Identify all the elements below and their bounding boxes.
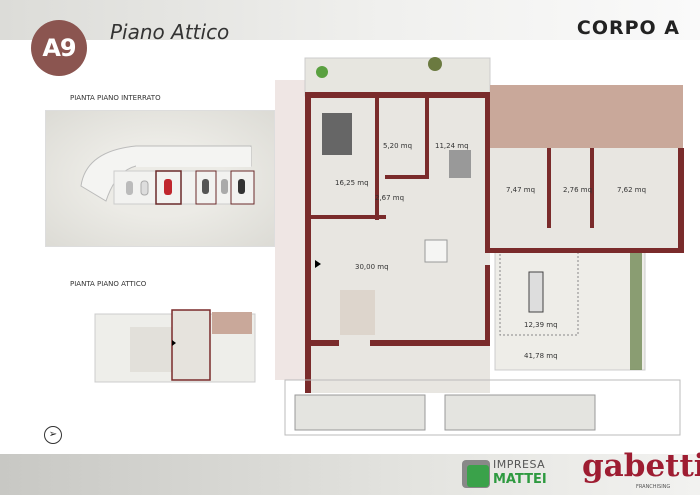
- car: [126, 181, 133, 195]
- red-car: [164, 179, 172, 195]
- car: [221, 179, 228, 194]
- unit-badge: A9: [31, 20, 87, 76]
- car: [202, 179, 209, 194]
- terrace: [494, 249, 646, 371]
- builder-name-line1: IMPRESA: [493, 458, 546, 471]
- lower-roof: [444, 394, 596, 431]
- gabetti-logo: gabetti: [582, 448, 700, 484]
- tiled-roof: [490, 85, 683, 148]
- bed: [449, 150, 471, 178]
- garage-box-selected: [155, 170, 182, 205]
- mattei-logo-mark: [462, 460, 490, 488]
- room-area-terrace: 41,78 mq: [524, 352, 558, 360]
- entrance-arrow-icon: [315, 260, 321, 268]
- attic-key-plan-drawing: [94, 309, 256, 383]
- basement-plan-label: PIANTA PIANO INTERRATO: [70, 94, 161, 102]
- room-area-bedroom: 16,25 mq: [335, 179, 369, 187]
- floor-title: Piano Attico: [110, 20, 230, 44]
- impresa-mattei-logo: IMPRESA MATTEI: [462, 458, 547, 490]
- room-area-living: 30,00 mq: [355, 263, 389, 271]
- room-area-hall: 2,67 mq: [375, 194, 404, 202]
- plant-icon: [428, 57, 442, 71]
- room-area-room-east-2: 2,76 mq: [563, 186, 592, 194]
- basement-plan-drawing: [80, 145, 255, 205]
- footer-band: [0, 454, 700, 495]
- dining-table: [528, 271, 544, 313]
- plant-icon: [316, 66, 328, 78]
- building-label: CORPO A: [576, 17, 680, 39]
- room-area-room-east-1: 7,47 mq: [506, 186, 535, 194]
- entrance-arrow-icon: [172, 340, 176, 346]
- garage-box: [230, 170, 255, 205]
- car: [238, 179, 245, 194]
- lower-terrace-outline: [284, 379, 681, 436]
- kitchen-table: [424, 239, 448, 263]
- sofa: [340, 290, 375, 335]
- room-area-room-east-3: 7,62 mq: [617, 186, 646, 194]
- gabetti-subtitle: FRANCHISING: [636, 484, 671, 490]
- car: [140, 180, 149, 196]
- room-area-pergola: 12,39 mq: [524, 321, 558, 329]
- walls: [305, 92, 684, 393]
- north-terrace: [304, 57, 491, 97]
- attic-key-plan: [90, 302, 262, 392]
- north-arrow-icon: ➢: [44, 426, 62, 444]
- bed: [322, 113, 352, 155]
- adjacent-unit: [275, 80, 305, 380]
- floor-plan: 16,25 mq 5,20 mq 11,24 mq 2,67 mq 7,47 m…: [275, 50, 700, 445]
- unit-a9-highlight: [171, 309, 211, 381]
- header-band: [0, 0, 700, 40]
- lower-roof: [294, 394, 426, 431]
- driveway: [136, 147, 251, 167]
- builder-name-line2: MATTEI: [493, 472, 547, 487]
- room-area-bedroom-2: 11,24 mq: [435, 142, 469, 150]
- attic-plan-label: PIANTA PIANO ATTICO: [70, 280, 147, 288]
- hedge: [630, 250, 642, 370]
- parking-row: [113, 170, 255, 205]
- room-area-bathroom: 5,20 mq: [383, 142, 412, 150]
- basement-plan: [45, 110, 275, 247]
- east-rooms-floor: [490, 148, 683, 248]
- roof: [212, 312, 252, 334]
- pergola: [499, 249, 579, 336]
- garage-box: [195, 170, 217, 205]
